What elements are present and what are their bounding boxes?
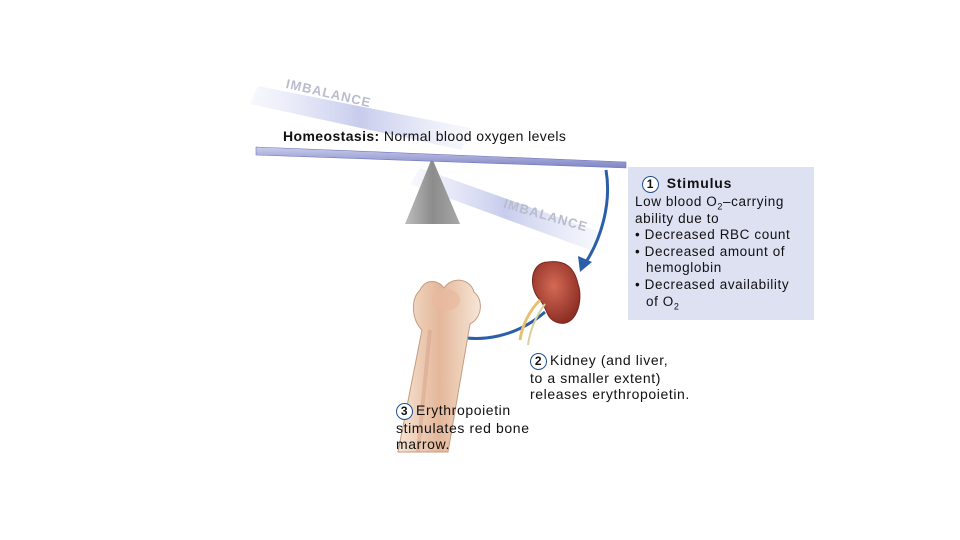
homeostasis-text: Normal blood oxygen levels (383, 128, 567, 144)
step-number-1: 1 (642, 175, 659, 193)
stimulus-line-7: of O2 (646, 293, 680, 312)
homeostasis-label: Homeostasis: Normal blood oxygen levels (283, 128, 566, 145)
stimulus-line-3: • Decreased RBC count (635, 227, 791, 243)
kidney-icon (518, 261, 581, 346)
step-2-line-1: Kidney (and liver, (550, 352, 669, 368)
imbalance-beam-upper (250, 86, 470, 150)
step-2-line-2: to a smaller extent) (530, 369, 662, 386)
stimulus-details: Low blood O2–carrying ability due to • D… (635, 194, 791, 312)
arrow-stimulus-to-kidney (584, 169, 610, 263)
stimulus-line-4: • Decreased amount of (635, 243, 786, 259)
stimulus-heading: Stimulus (666, 175, 733, 191)
stimulus-box (628, 167, 814, 320)
stimulus-line-1: Low blood O2–carrying (635, 194, 784, 212)
fulcrum (405, 158, 460, 224)
stimulus-line-6: • Decreased availability (635, 276, 790, 292)
step-number-2: 2 (530, 352, 547, 370)
stimulus-title: 1 Stimulus (642, 175, 732, 193)
step-3-line-2: stimulates red bone (396, 419, 530, 436)
homeostasis-beam (255, 146, 627, 169)
stimulus-line-5: hemoglobin (646, 260, 722, 276)
homeostasis-heading: Homeostasis: (283, 128, 380, 144)
arrowhead-kidney (578, 256, 592, 272)
bone-icon (397, 279, 481, 453)
stimulus-line-2: ability due to (635, 210, 720, 226)
step-3-line-3: marrow. (396, 436, 450, 453)
step-3-line-1: Erythropoietin (416, 402, 511, 418)
step-number-3: 3 (396, 402, 413, 420)
imbalance-beam-lower (410, 168, 600, 250)
step-2-line-3: releases erythropoietin. (530, 386, 690, 403)
